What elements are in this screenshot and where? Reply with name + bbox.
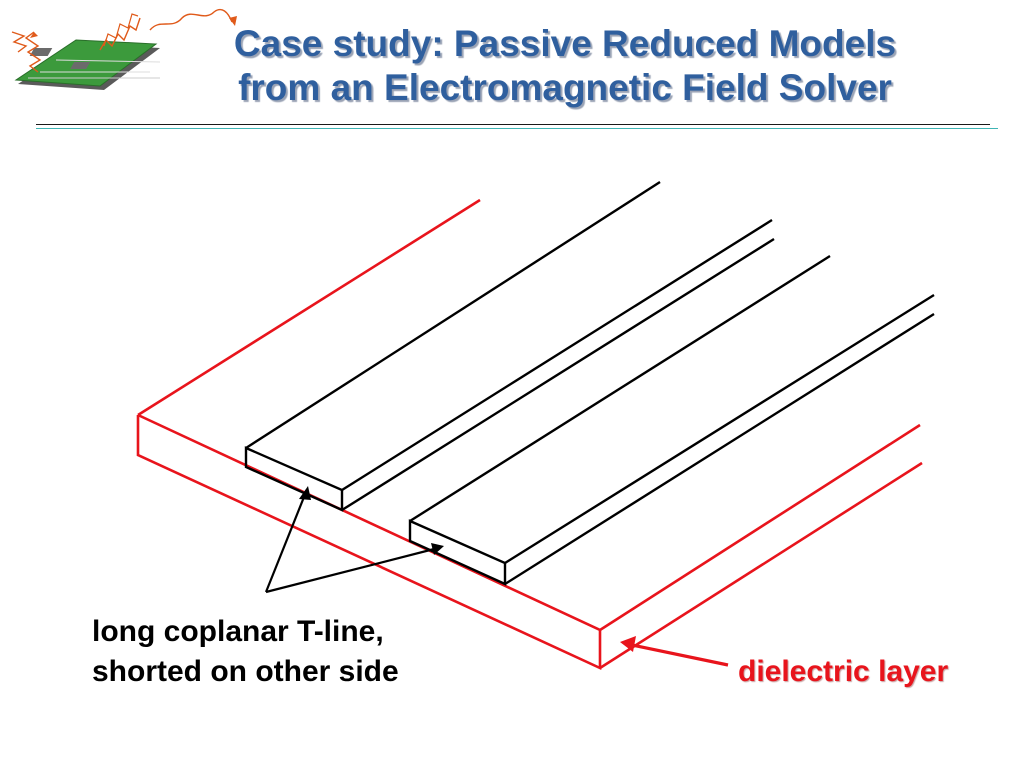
dielectric-layer (136, 198, 923, 671)
arrowhead-left-strip (299, 486, 311, 500)
arrowhead-dielectric (620, 636, 636, 652)
arrowhead-right-strip (431, 543, 444, 555)
title-divider-dark (36, 124, 990, 125)
conductor-strip-right (408, 254, 935, 586)
conductor-strip-left (244, 180, 775, 512)
title-line-2: from an Electromagnetic Field Solver (238, 67, 892, 108)
tline-pointer-arrows (264, 491, 439, 594)
tline-label: long coplanar T-line, shorted on other s… (92, 612, 399, 692)
slide-title: Case study: Passive Reduced Models from … (150, 22, 980, 110)
tline-label-line-2: shorted on other side (92, 655, 399, 688)
dielectric-label: dielectric layer (738, 655, 949, 688)
tline-label-line-1: long coplanar T-line, (92, 615, 384, 648)
title-divider-teal (36, 128, 998, 129)
pcb-board-icon (11, 8, 237, 90)
title-line-1: Case study: Passive Reduced Models (233, 23, 897, 64)
dielectric-pointer-arrow (631, 643, 729, 667)
